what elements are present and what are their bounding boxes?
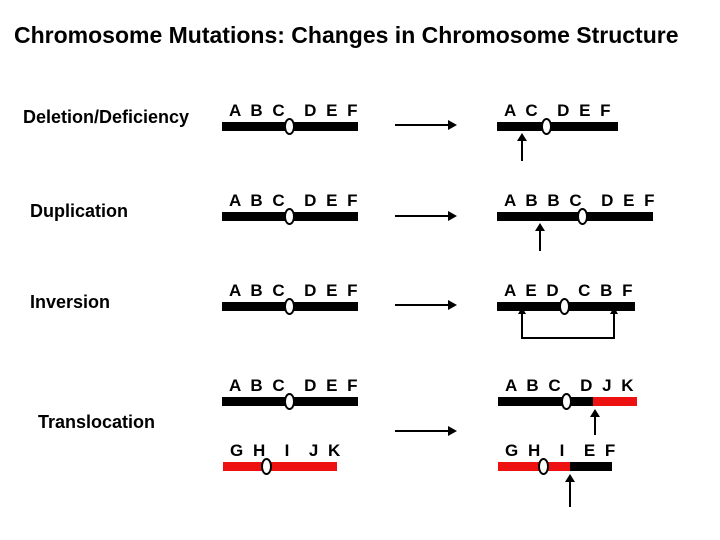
right-arrow-icon	[395, 299, 457, 311]
row-label-translocation: Translocation	[38, 412, 156, 432]
arrow-shaft	[395, 430, 448, 432]
chromosome-duplication-before: A B C D E F	[222, 191, 358, 225]
chromosome-letters: A E D C B F	[504, 281, 633, 300]
arrow-head	[517, 133, 527, 141]
chromosome-translocation-before-2: G H I J K	[223, 441, 341, 475]
chromosome-segment	[497, 122, 618, 131]
arrow-head	[448, 300, 457, 310]
chromosome-letters: A B C D E F	[229, 191, 358, 210]
arrow-head	[535, 223, 545, 231]
chromosome-letters: G H I E F	[505, 441, 616, 460]
up-arrow-icon	[517, 133, 527, 161]
centromere-icon	[284, 118, 295, 135]
arrow-head	[448, 211, 457, 221]
chromosome-bar	[498, 393, 637, 410]
centromere-icon	[577, 208, 588, 225]
chromosome-bar	[223, 458, 337, 475]
centromere-icon	[261, 458, 272, 475]
up-arrow-icon	[565, 474, 575, 507]
inversion-bracket-icon	[518, 307, 618, 339]
centromere-icon	[284, 298, 295, 315]
centromere-icon	[561, 393, 572, 410]
chromosome-segment-translocated	[593, 397, 637, 406]
chromosome-letters: G H I J K	[230, 441, 341, 460]
right-arrow-icon	[395, 119, 457, 131]
arrow-head	[590, 409, 600, 417]
chromosome-letters: A B C D E F	[229, 281, 358, 300]
chromosome-letters: A B C D J K	[505, 376, 634, 395]
chromosome-bar	[497, 118, 618, 135]
chromosome-bar	[497, 298, 635, 315]
chromosome-letters: A B C D E F	[229, 101, 358, 120]
centromere-icon	[559, 298, 570, 315]
arrow-head	[565, 474, 575, 482]
chromosome-deletion-after: A C D E F	[497, 101, 618, 135]
chromosome-translocation-after-1: A B C D J K	[498, 376, 637, 410]
centromere-icon	[284, 393, 295, 410]
right-arrow-icon	[395, 210, 457, 222]
chromosome-segment	[223, 462, 337, 471]
chromosome-translocation-after-2: G H I E F	[498, 441, 616, 475]
arrow-stem	[539, 231, 541, 251]
page-title: Chromosome Mutations: Changes in Chromos…	[14, 22, 679, 48]
arrow-stem	[569, 482, 571, 507]
chromosome-bar	[222, 118, 358, 135]
chromosome-segment	[497, 212, 653, 221]
centromere-icon	[284, 208, 295, 225]
arrow-shaft	[395, 215, 448, 217]
chromosome-translocation-before-1: A B C D E F	[222, 376, 358, 410]
arrow-head	[448, 426, 457, 436]
chromosome-duplication-after: A B B C D E F	[497, 191, 655, 225]
row-label-inversion: Inversion	[30, 292, 111, 312]
chromosome-segment	[498, 397, 593, 406]
centromere-icon	[541, 118, 552, 135]
centromere-icon	[538, 458, 549, 475]
chromosome-segment	[498, 462, 570, 471]
row-label-duplication: Duplication	[30, 201, 128, 221]
row-label-deletion-deficiency: Deletion/Deficiency	[23, 107, 190, 127]
arrow-head	[518, 307, 526, 314]
chromosome-bar	[497, 208, 653, 225]
arrow-stem	[594, 417, 596, 435]
arrow-head	[448, 120, 457, 130]
up-arrow-icon	[590, 409, 600, 435]
chromosome-letters: A B B C D E F	[504, 191, 655, 210]
arrow-stem	[521, 141, 523, 161]
right-arrow-icon	[395, 425, 457, 437]
chromosome-inversion-before: A B C D E F	[222, 281, 358, 315]
chromosome-bar	[498, 458, 612, 475]
arrow-shaft	[395, 124, 448, 126]
chromosome-letters: A C D E F	[504, 101, 611, 120]
chromosome-inversion-after: A E D C B F	[497, 281, 635, 315]
chromosome-letters: A B C D E F	[229, 376, 358, 395]
chromosome-bar	[222, 298, 358, 315]
arrow-head	[610, 307, 618, 314]
chromosome-deletion-before: A B C D E F	[222, 101, 358, 135]
chromosome-bar	[222, 208, 358, 225]
up-arrow-icon	[535, 223, 545, 251]
arrow-shaft	[395, 304, 448, 306]
chromosome-bar	[222, 393, 358, 410]
chromosome-segment-translocated	[570, 462, 612, 471]
